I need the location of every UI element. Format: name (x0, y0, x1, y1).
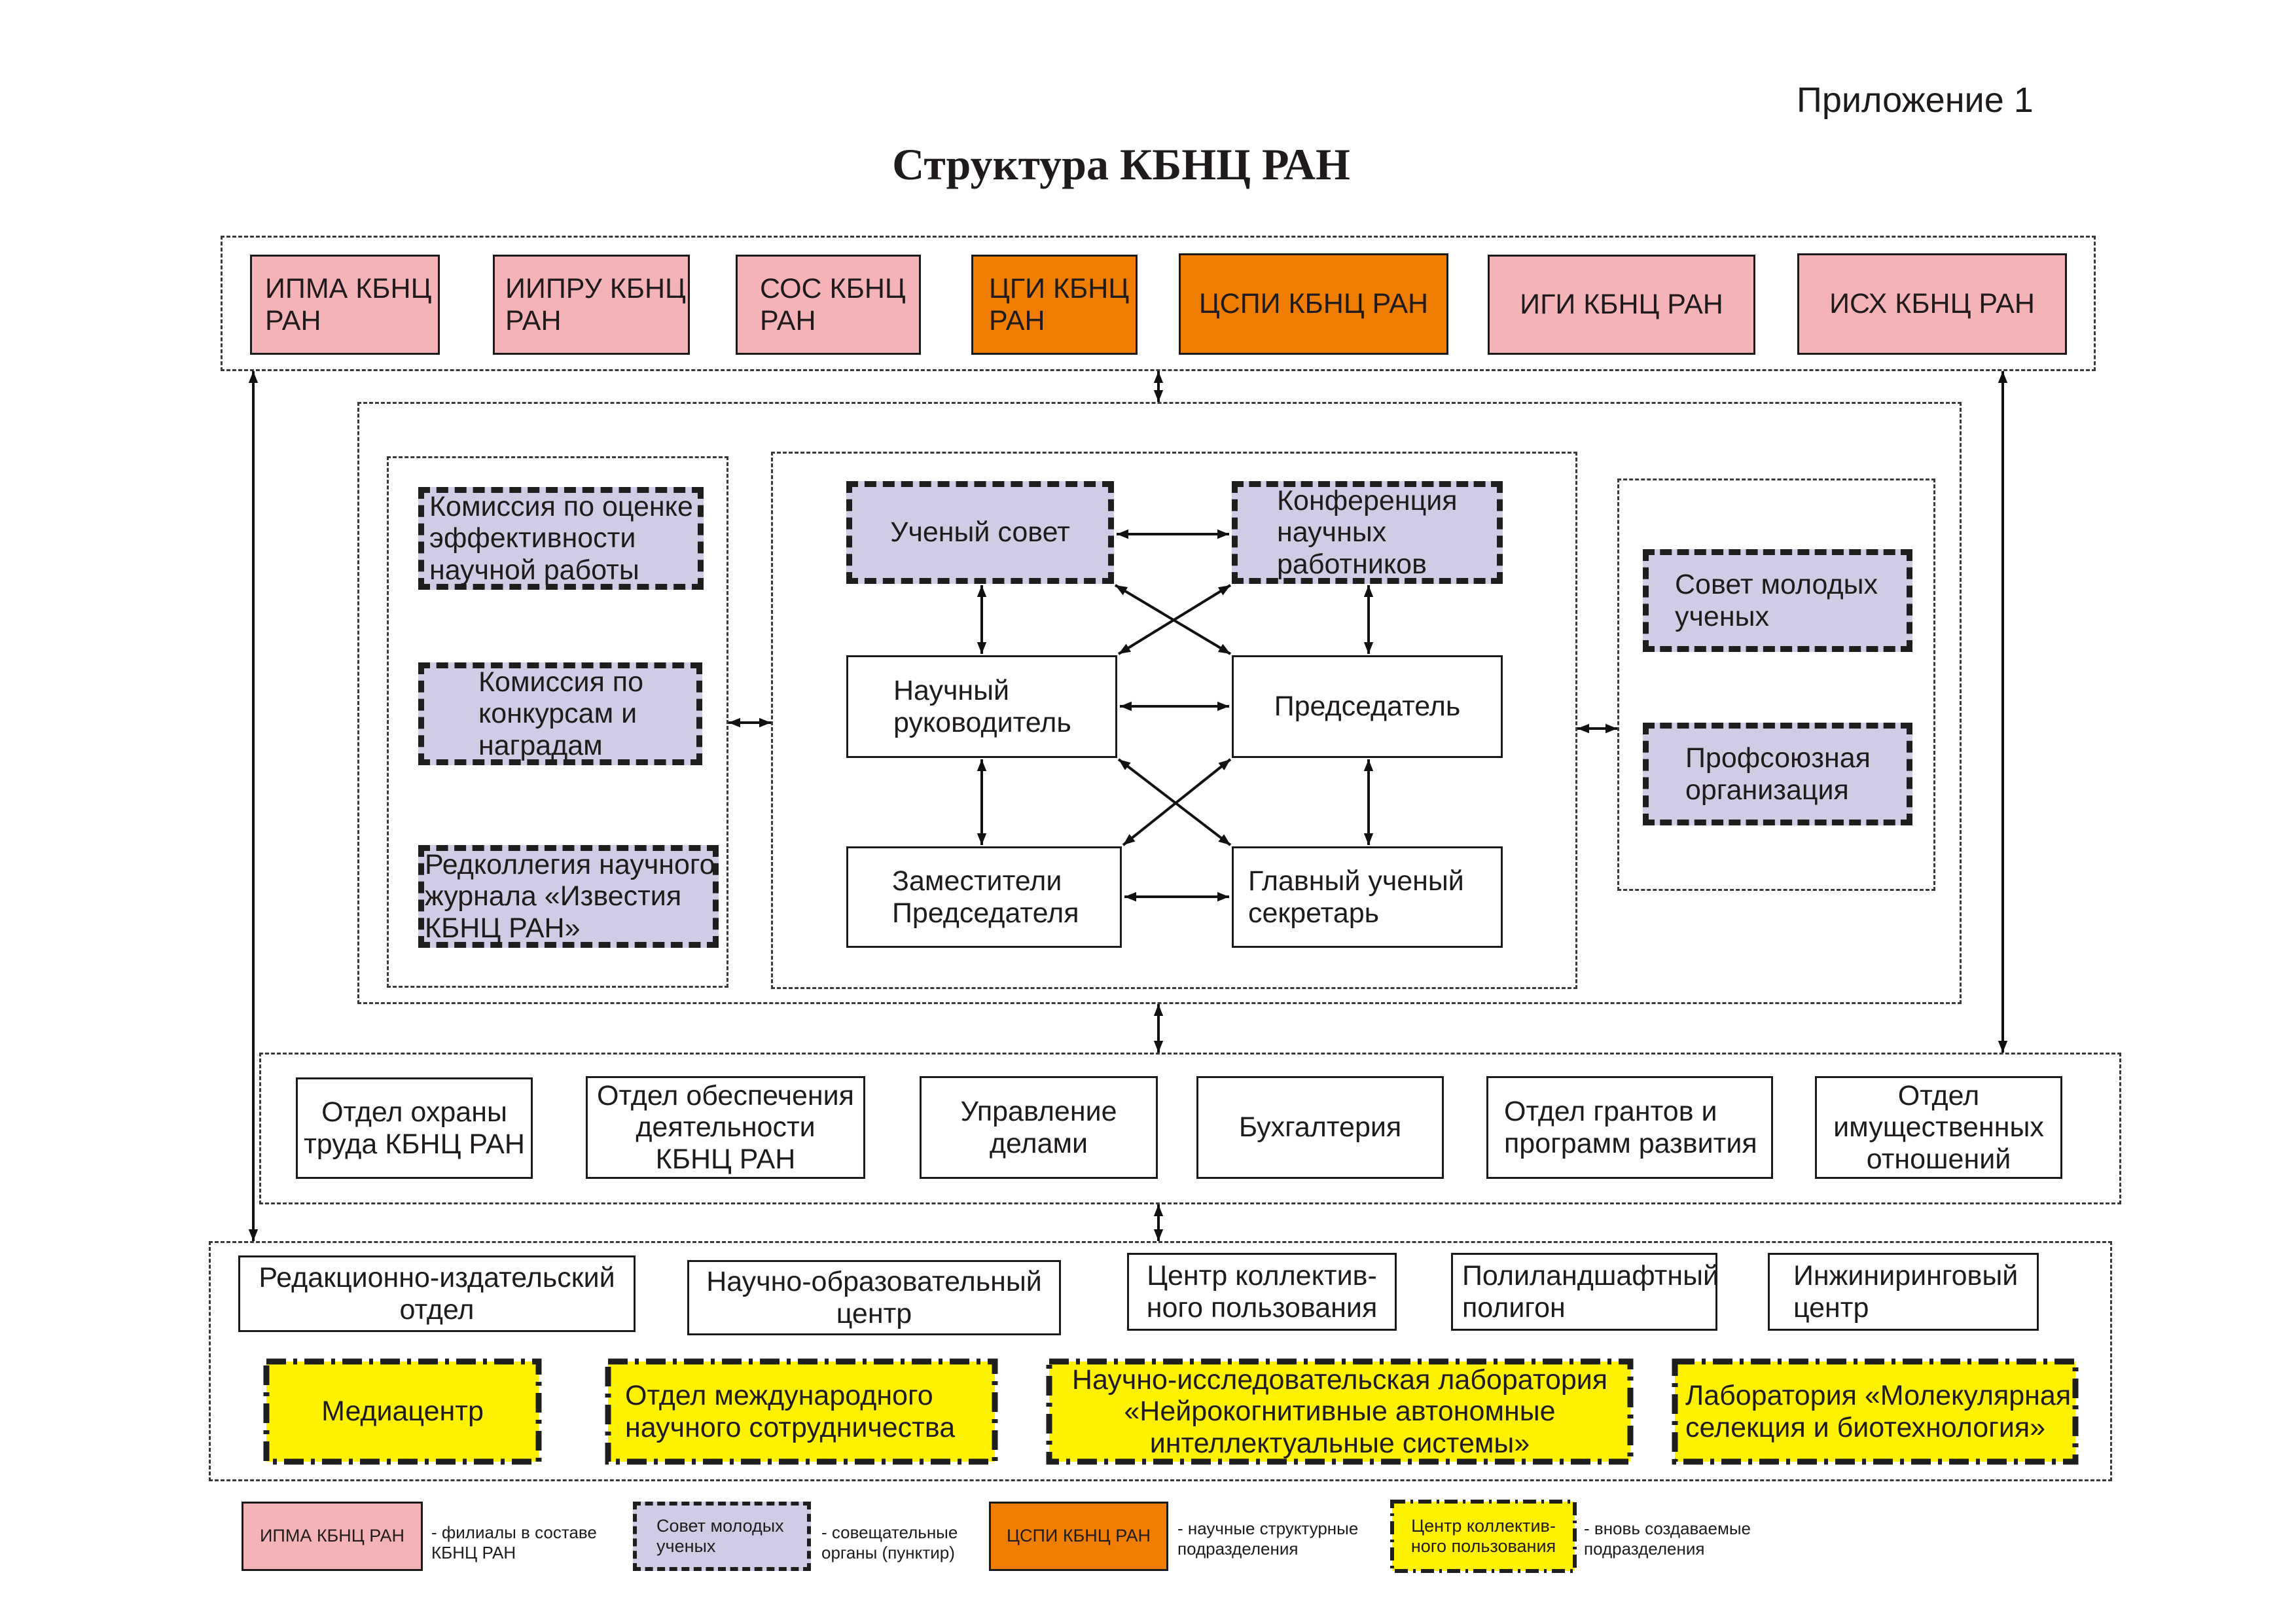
units-container (209, 1241, 2112, 1481)
unit-box-polygon: Полиландшафтный полигон (1451, 1253, 1719, 1331)
legend-sample-label: Совет молодых ученых (656, 1515, 784, 1556)
department-label: Управление делами (960, 1096, 1117, 1159)
deputies-box: Заместители Председателя (846, 846, 1122, 948)
legend-sample-label: ИПМА КБНЦ РАН (260, 1526, 404, 1546)
chairman-label: Председатель (1274, 691, 1461, 723)
legend-text-scientific: - научные структурные подразделения (1177, 1519, 1359, 1559)
unit-box-shared-use-center: Центр коллектив- ного пользования (1127, 1253, 1397, 1331)
commission-efficiency-box: Комиссия по оценке эффективности научной… (418, 487, 704, 590)
page-title: Структура КБНЦ РАН (892, 139, 1350, 189)
unit-label: Научно-образовательный центр (706, 1266, 1042, 1329)
scientific-director-label: Научный руководитель (893, 675, 1071, 738)
new-unit-box-neurocognitive-lab: Научно-исследовательская лаборатория «Не… (1046, 1358, 1634, 1465)
branch-label: ИСХ КБНЦ РАН (1829, 288, 2035, 320)
branch-box-igi: ИГИ КБНЦ РАН (1488, 255, 1755, 355)
new-unit-box-molecular-lab: Лаборатория «Молекулярная селекция и био… (1672, 1358, 2079, 1465)
new-unit-box-media-center: Медиацентр (263, 1358, 542, 1465)
legend-text-advisory: - совещательные органы (пунктир) (821, 1523, 958, 1563)
scientific-director-box: Научный руководитель (846, 655, 1117, 758)
branch-label: ЦСПИ КБНЦ РАН (1198, 288, 1429, 320)
public-body-label: Совет молодых ученых (1675, 569, 1878, 632)
legend-swatch-scientific: ЦСПИ КБНЦ РАН (989, 1502, 1168, 1571)
legend-text-branch: - филиалы в составе КБНЦ РАН (431, 1523, 597, 1563)
dash-dot-border (263, 1358, 542, 1465)
dash-dot-border (1672, 1358, 2079, 1465)
unit-label: Редакционно-издательский отдел (259, 1262, 615, 1326)
legend-text-new: - вновь создаваемые подразделения (1584, 1519, 1751, 1559)
chief-secretary-label: Главный ученый секретарь (1248, 865, 1464, 929)
new-unit-label: Научно-исследовательская лаборатория «Не… (1071, 1364, 1608, 1459)
branch-label: ЦГИ КБНЦ РАН (989, 273, 1130, 336)
leadership-group (771, 452, 1577, 989)
commission-label: Комиссия по конкурсам и наградам (478, 666, 643, 761)
new-unit-label: Лаборатория «Молекулярная селекция и био… (1685, 1380, 2072, 1443)
editorial-board-box: Редколлегия научного журнала «Известия К… (418, 845, 719, 948)
department-box-property: Отдел имущественных отношений (1815, 1076, 2062, 1179)
branch-label: ИГИ КБНЦ РАН (1520, 289, 1723, 321)
new-unit-label: Отдел международного научного сотрудниче… (625, 1380, 956, 1443)
legend-sample-label: ЦСПИ КБНЦ РАН (1007, 1526, 1151, 1546)
department-label: Отдел обеспечения деятельности КБНЦ РАН (597, 1080, 854, 1175)
branches-container (221, 236, 2096, 371)
department-box-grants: Отдел грантов и программ развития (1486, 1076, 1773, 1179)
legend-swatch-branch: ИПМА КБНЦ РАН (242, 1502, 423, 1571)
new-unit-label: Медиацентр (321, 1396, 484, 1428)
academic-council-label: Ученый совет (890, 516, 1070, 549)
unit-box-engineering-center: Инжиниринговый центр (1768, 1253, 2039, 1331)
commission-label: Редколлегия научного журнала «Известия К… (425, 849, 715, 944)
department-label: Отдел охраны труда КБНЦ РАН (304, 1096, 525, 1160)
unit-label: Центр коллектив- ного пользования (1146, 1260, 1378, 1324)
department-label: Бухгалтерия (1238, 1111, 1402, 1144)
young-scientists-council-box: Совет молодых ученых (1643, 549, 1912, 652)
branch-label: ИИПРУ КБНЦ РАН (505, 273, 686, 336)
chief-secretary-box: Главный ученый секретарь (1232, 846, 1503, 948)
branch-box-ipma: ИПМА КБНЦ РАН (250, 255, 440, 355)
legend-swatch-new: Центр коллектив- ного пользования (1390, 1500, 1577, 1573)
dash-dot-border (1390, 1500, 1577, 1573)
deputies-label: Заместители Председателя (892, 865, 1079, 929)
dash-dot-border (605, 1358, 998, 1465)
branch-label: ИПМА КБНЦ РАН (265, 273, 432, 336)
legend-swatch-advisory: Совет молодых ученых (633, 1502, 811, 1571)
governance-container (357, 402, 1962, 1004)
branch-box-isx: ИСХ КБНЦ РАН (1797, 253, 2067, 355)
appendix-label: Приложение 1 (1797, 81, 2034, 120)
public-body-label: Профсоюзная организация (1685, 742, 1871, 806)
department-box-accounting: Бухгалтерия (1196, 1076, 1444, 1179)
branch-box-cgi: ЦГИ КБНЦ РАН (971, 255, 1138, 355)
unit-label: Инжиниринговый центр (1793, 1260, 2018, 1324)
branch-box-iipru: ИИПРУ КБНЦ РАН (493, 255, 690, 355)
conference-label: Конференция научных работников (1277, 485, 1458, 580)
public-bodies-group (1617, 478, 1935, 891)
commission-awards-box: Комиссия по конкурсам и наградам (418, 662, 702, 765)
branch-box-sos: СОС КБНЦ РАН (736, 255, 921, 355)
new-unit-box-international: Отдел международного научного сотрудниче… (605, 1358, 998, 1465)
department-box-administration: Управление делами (920, 1076, 1158, 1179)
legend-sample-label: Центр коллектив- ного пользования (1410, 1515, 1556, 1556)
chairman-box: Председатель (1232, 655, 1503, 758)
department-label: Отдел грантов и программ развития (1504, 1096, 1757, 1159)
trade-union-box: Профсоюзная организация (1643, 723, 1912, 825)
commissions-group (387, 456, 728, 988)
branch-label: СОС КБНЦ РАН (760, 273, 906, 336)
department-box-labor-safety: Отдел охраны труда КБНЦ РАН (296, 1077, 533, 1179)
conference-box: Конференция научных работников (1232, 481, 1503, 584)
academic-council-box: Ученый совет (846, 481, 1114, 584)
commission-label: Комиссия по оценке эффективности научной… (429, 491, 693, 586)
department-label: Отдел имущественных отношений (1833, 1080, 2044, 1175)
department-box-operations: Отдел обеспечения деятельности КБНЦ РАН (586, 1076, 865, 1179)
unit-label: Полиландшафтный полигон (1462, 1260, 1719, 1324)
unit-box-publishing: Редакционно-издательский отдел (238, 1255, 636, 1332)
branch-box-cspi: ЦСПИ КБНЦ РАН (1179, 253, 1448, 355)
departments-container (259, 1053, 2121, 1204)
unit-box-education-center: Научно-образовательный центр (687, 1260, 1061, 1335)
